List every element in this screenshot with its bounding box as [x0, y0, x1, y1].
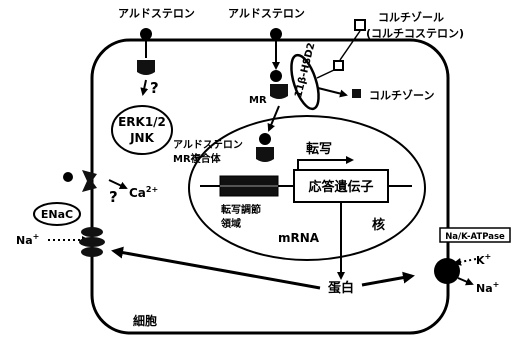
transcription-label: 転写 [306, 141, 332, 157]
aldosterone-label-center: アルドステロン [228, 7, 305, 20]
sodium-label-left: Na+ [16, 232, 39, 247]
cortisol-to-hsd-arrow [316, 69, 335, 79]
mrna-label: mRNA [278, 231, 320, 245]
mr-receptor [270, 84, 288, 99]
regulatory-label-line2: 領域 [220, 217, 241, 230]
enac-label-box [33, 202, 81, 226]
protein-to-enac-arrow [111, 246, 321, 290]
nucleus-label: 核 [372, 217, 385, 233]
jnk-label: JNK [129, 131, 155, 145]
response-gene-box [293, 169, 389, 203]
na-k-atpase-label-box [439, 227, 511, 243]
unknown-mark-2: ? [109, 188, 118, 206]
transcription-arrow [297, 156, 354, 169]
complex-label-line1: アルドステロン [173, 139, 243, 151]
erk-jnk-node [111, 105, 173, 155]
extracellular-ligand-left [63, 172, 73, 182]
cortisone-label: コルチゾーン [369, 88, 434, 102]
cortisol-entry-line [339, 30, 361, 61]
calcium-label: Ca2+ [129, 185, 158, 200]
cortisol-molecule-inside [333, 60, 344, 71]
complex-receptor [256, 147, 274, 162]
erk-arrow [140, 79, 149, 96]
aldosterone-label-left: アルドステロン [118, 7, 195, 20]
corticosterone-label: (コルチコステロン) [366, 27, 464, 40]
complex-label-line2: MR複合体 [173, 152, 222, 165]
cortisone-molecule [352, 89, 361, 98]
potassium-label: K+ [476, 252, 491, 267]
aldosterone-molecule-center [270, 28, 282, 40]
ca-arrow [108, 179, 128, 190]
enac-label: ENaC [41, 208, 73, 221]
cortisol-label: コルチゾール [378, 10, 444, 24]
protein-to-atpase-arrow [361, 271, 415, 287]
membrane-receptor-left [137, 60, 155, 75]
sodium-label-right: Na+ [476, 280, 499, 295]
cell-label: 細胞 [133, 313, 157, 328]
na-k-atpase-label: Na/K-ATPase [445, 232, 505, 242]
erk-label: ERK1/2 [118, 115, 166, 129]
mr-to-complex-arrow [267, 105, 280, 132]
sodium-efflux-arrow [457, 277, 474, 286]
aldosterone-molecule-left [140, 28, 152, 40]
mr-label: MR [249, 95, 267, 106]
membrane-receptor-ca [82, 170, 97, 192]
nucleus-envelope [188, 115, 426, 261]
regulatory-label-line1: 転写調節 [221, 203, 261, 216]
complex-ligand [259, 133, 271, 145]
response-gene-label: 応答遺伝子 [308, 179, 373, 195]
protein-label: 蛋白 [328, 280, 354, 296]
potassium-arrow [453, 257, 477, 266]
hsd-to-cortisone-arrow [317, 87, 348, 98]
aldosterone-bound-molecule [270, 70, 282, 82]
enac-channel [79, 227, 105, 257]
cortisol-molecule [354, 19, 366, 31]
unknown-mark-1: ? [150, 79, 159, 97]
hsd2-enzyme: 11β-HSD2 [290, 42, 320, 111]
